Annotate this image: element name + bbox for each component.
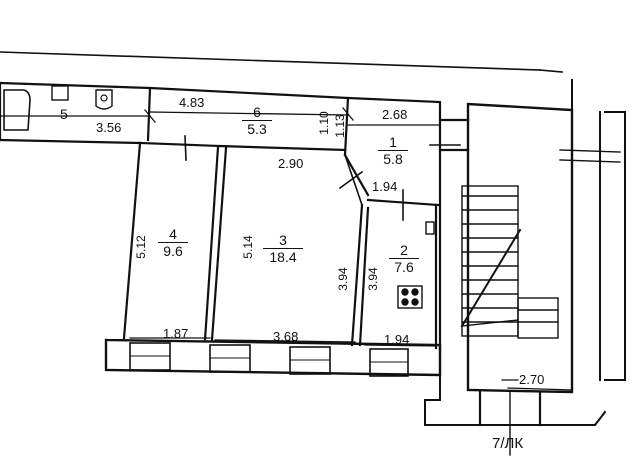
room-3-number: 3	[263, 232, 303, 249]
room-6-label: 6 5.3	[242, 104, 272, 137]
room-6-area: 5.3	[247, 121, 267, 137]
room-3-label: 3 18.4	[263, 232, 303, 265]
dimension-label: 2.70	[519, 372, 545, 387]
dimension-label: 1.13	[333, 114, 347, 138]
toilet	[95, 89, 113, 110]
dimension-label: 3.94	[336, 267, 350, 291]
dimension-label: 1.94	[372, 179, 398, 194]
room-2-label: 2 7.6	[389, 242, 419, 275]
dimension-label: 5.12	[134, 235, 148, 259]
dimension-label: 5.14	[241, 235, 255, 259]
dimension-label: 2.68	[382, 107, 408, 122]
room-3-area: 18.4	[269, 249, 297, 265]
room-1-label: 1 5.8	[378, 134, 408, 167]
sink	[51, 85, 69, 101]
dimension-label: 3.68	[273, 329, 299, 344]
dimension-label: 3.94	[366, 267, 380, 291]
room-4-area: 9.6	[163, 243, 183, 259]
room-1-number: 1	[378, 134, 408, 151]
dimension-label: 1.94	[384, 332, 410, 347]
dimension-label: 3.56	[96, 120, 122, 135]
stair-block	[466, 102, 574, 394]
room-6-number: 6	[242, 104, 272, 121]
stove-icon	[397, 285, 423, 309]
room-4-number: 4	[158, 226, 188, 243]
stair-label: 7/ЛК	[492, 435, 524, 452]
room-4-label: 4 9.6	[158, 226, 188, 259]
bathtub	[3, 89, 31, 131]
dimension-label: 2.90	[278, 156, 304, 171]
room-2-area: 7.6	[394, 259, 414, 275]
room-1-area: 5.8	[383, 151, 403, 167]
room-5-number: 5	[60, 106, 68, 122]
room-2-number: 2	[389, 242, 419, 259]
dimension-label: 1.10	[317, 111, 331, 135]
heater-icon	[425, 221, 435, 235]
boundary-line	[0, 51, 541, 71]
dimension-label: 4.83	[179, 95, 205, 110]
dimension-label: 1.87	[163, 326, 189, 341]
